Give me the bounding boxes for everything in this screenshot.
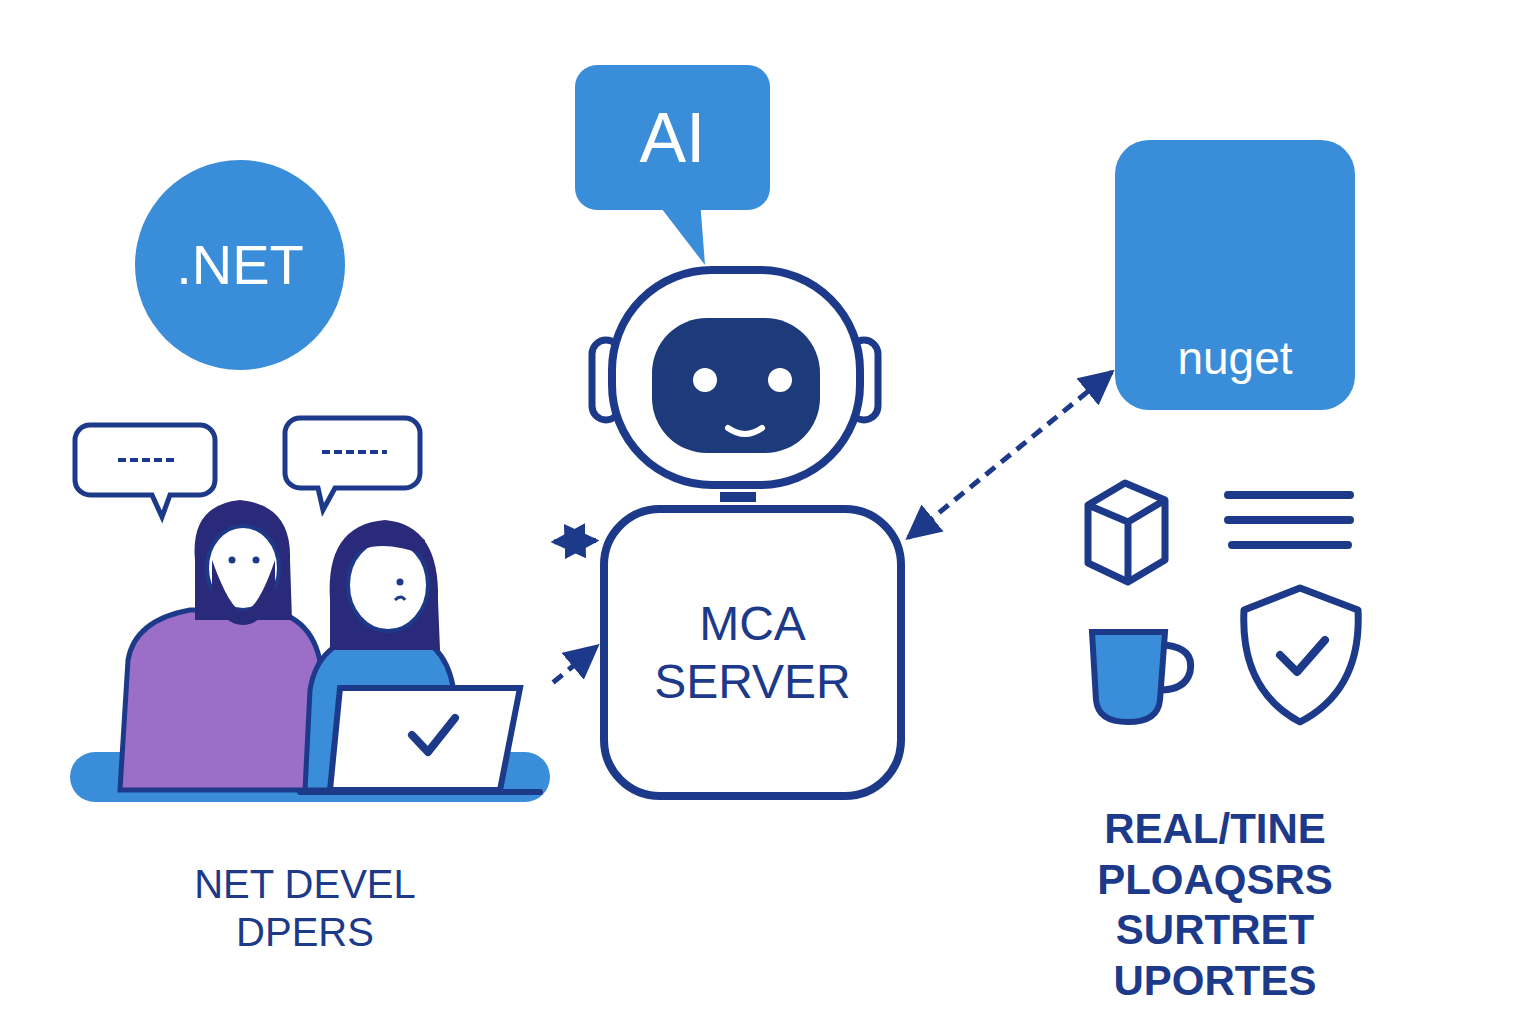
list-icon (1228, 495, 1350, 545)
node-label: NET DEVEL DPERS (125, 860, 485, 956)
ai-bubble: AI (575, 65, 770, 210)
features-group: REAL/TINE PLOAQSRS SURTRET UPORTES (1045, 470, 1385, 1010)
developers-group: NET DEVEL DPERS (60, 410, 550, 960)
person-body (120, 610, 330, 790)
bubble-line (118, 458, 178, 462)
laptop (330, 688, 520, 790)
robot-body: MCA SERVER (600, 505, 905, 800)
dotnet-circle: .NET (135, 160, 345, 370)
robot-head (612, 270, 860, 485)
node-label: AI (639, 96, 705, 180)
shield-icon (1244, 588, 1358, 722)
node-label: MCA SERVER (623, 595, 883, 710)
dashed-connector (908, 372, 1112, 538)
person-hair (330, 520, 440, 650)
node-label: .NET (176, 231, 304, 298)
package-icon (1088, 483, 1165, 582)
person-beard (212, 560, 275, 625)
node-label: nuget (1177, 331, 1292, 386)
robot-smile (728, 428, 762, 434)
cup-icon (1092, 632, 1191, 722)
person-hair (195, 500, 292, 620)
bubble-line (322, 450, 387, 454)
check-mark (412, 718, 455, 752)
person-face (348, 539, 428, 631)
dashed-connector (553, 646, 597, 682)
robot-eye (768, 368, 792, 392)
dashed-connector (554, 541, 596, 542)
speech-bubble (285, 418, 420, 510)
robot-neck (720, 492, 756, 502)
speech-bubble (75, 425, 215, 517)
robot-face (652, 318, 820, 453)
robot-eye (693, 368, 717, 392)
node-label: REAL/TINE PLOAQSRS SURTRET UPORTES (1060, 804, 1370, 1006)
nuget-icon: nuget (1115, 140, 1355, 410)
